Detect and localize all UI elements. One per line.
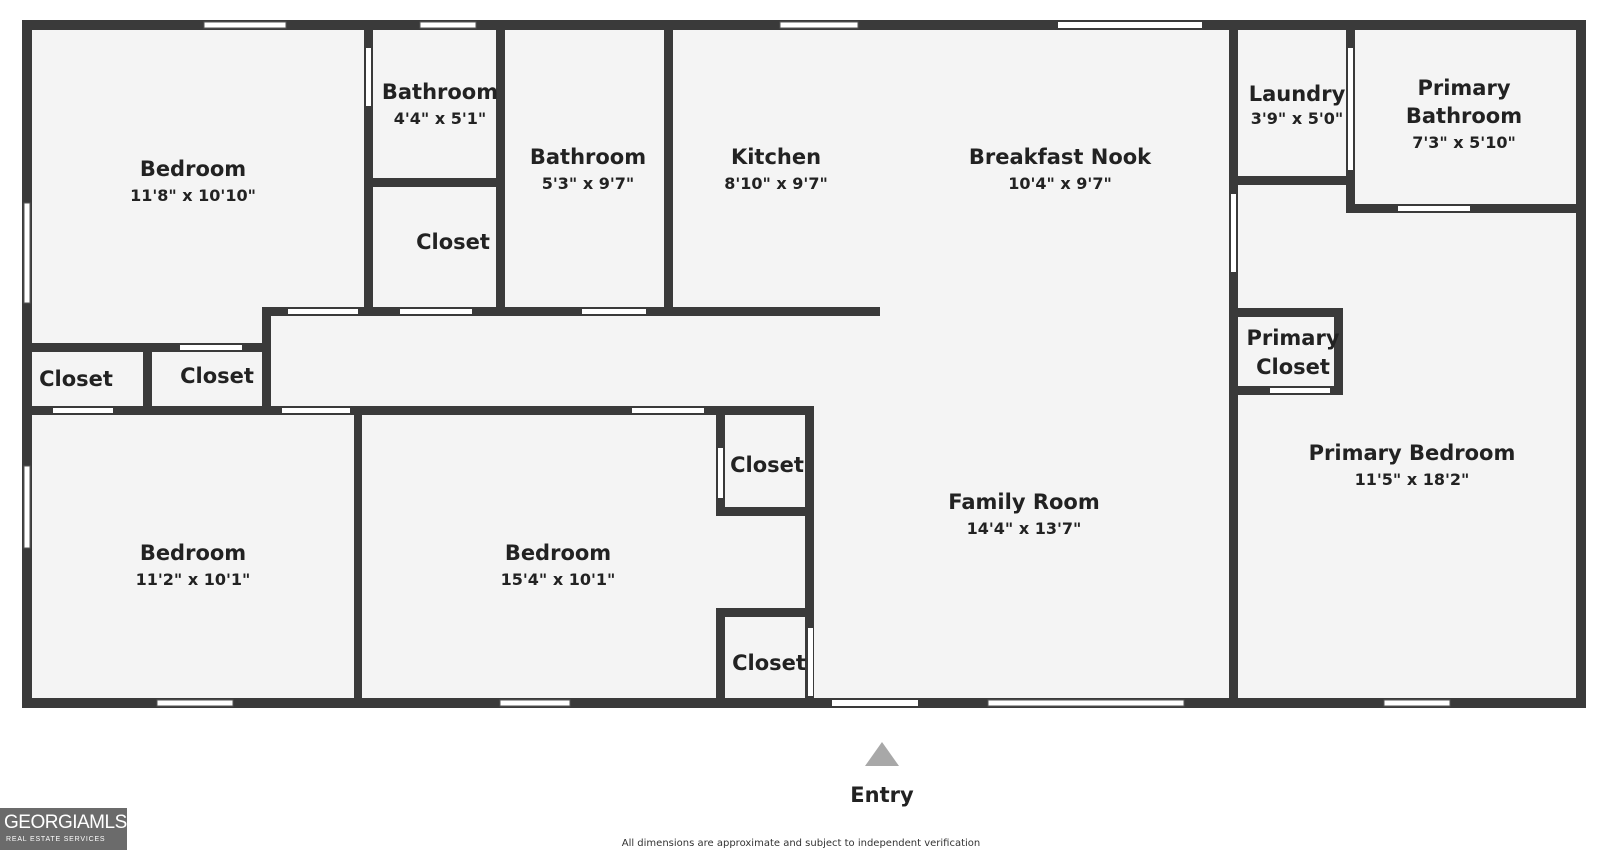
room-label-closet-left2: Closet bbox=[180, 364, 254, 388]
room-label-primary-bathroom-line1: Primary bbox=[1417, 76, 1510, 100]
windows bbox=[23, 21, 1451, 707]
room-dim-primary-bedroom: 11'5" x 18'2" bbox=[1355, 470, 1470, 489]
logo-sub-text: REAL ESTATE SERVICES bbox=[6, 836, 106, 843]
room-label-primary-closet-line2: Closet bbox=[1256, 355, 1330, 379]
room-label-breakfast-nook: Breakfast Nook bbox=[969, 145, 1152, 169]
room-label-bathroom-small: Bathroom bbox=[382, 80, 498, 104]
room-label-primary-bathroom-line2: Bathroom bbox=[1406, 104, 1522, 128]
room-label-family-room: Family Room bbox=[948, 490, 1099, 514]
door-openings bbox=[53, 22, 1470, 706]
room-label-primary-bedroom: Primary Bedroom bbox=[1309, 441, 1516, 465]
room-label-bedroom-nw: Bedroom bbox=[140, 157, 246, 181]
room-label-closet-left1: Closet bbox=[39, 367, 113, 391]
room-label-closet-mid: Closet bbox=[416, 230, 490, 254]
room-dim-breakfast-nook: 10'4" x 9'7" bbox=[1008, 174, 1112, 193]
disclaimer-text: All dimensions are approximate and subje… bbox=[622, 838, 981, 849]
room-label-primary-closet-line1: Primary bbox=[1246, 326, 1339, 350]
room-label-closet-lower: Closet bbox=[732, 651, 806, 675]
room-dim-bedroom-s: 15'4" x 10'1" bbox=[501, 570, 616, 589]
room-dim-laundry: 3'9" x 5'0" bbox=[1251, 109, 1343, 128]
room-label-bedroom-sw: Bedroom bbox=[140, 541, 246, 565]
room-dim-bedroom-nw: 11'8" x 10'10" bbox=[130, 186, 256, 205]
room-dim-bathroom-small: 4'4" x 5'1" bbox=[394, 109, 486, 128]
room-label-bedroom-s: Bedroom bbox=[505, 541, 611, 565]
floor-area bbox=[24, 22, 1584, 708]
room-dim-family-room: 14'4" x 13'7" bbox=[967, 519, 1082, 538]
logo-main-text: GEORGIAMLS bbox=[4, 812, 127, 833]
entry-label: Entry bbox=[850, 783, 914, 807]
room-dim-primary-bathroom: 7'3" x 5'10" bbox=[1412, 133, 1516, 152]
room-dim-kitchen: 8'10" x 9'7" bbox=[724, 174, 828, 193]
room-dim-bedroom-sw: 11'2" x 10'1" bbox=[136, 570, 251, 589]
room-dim-bathroom-2: 5'3" x 9'7" bbox=[542, 174, 634, 193]
room-label-kitchen: Kitchen bbox=[731, 145, 821, 169]
room-label-laundry: Laundry bbox=[1249, 82, 1346, 106]
room-label-bathroom-2: Bathroom bbox=[530, 145, 646, 169]
entry-arrow-icon bbox=[865, 742, 899, 766]
georgia-mls-logo: GEORGIAMLS REAL ESTATE SERVICES bbox=[0, 808, 127, 850]
room-label-closet-upper: Closet bbox=[730, 453, 804, 477]
